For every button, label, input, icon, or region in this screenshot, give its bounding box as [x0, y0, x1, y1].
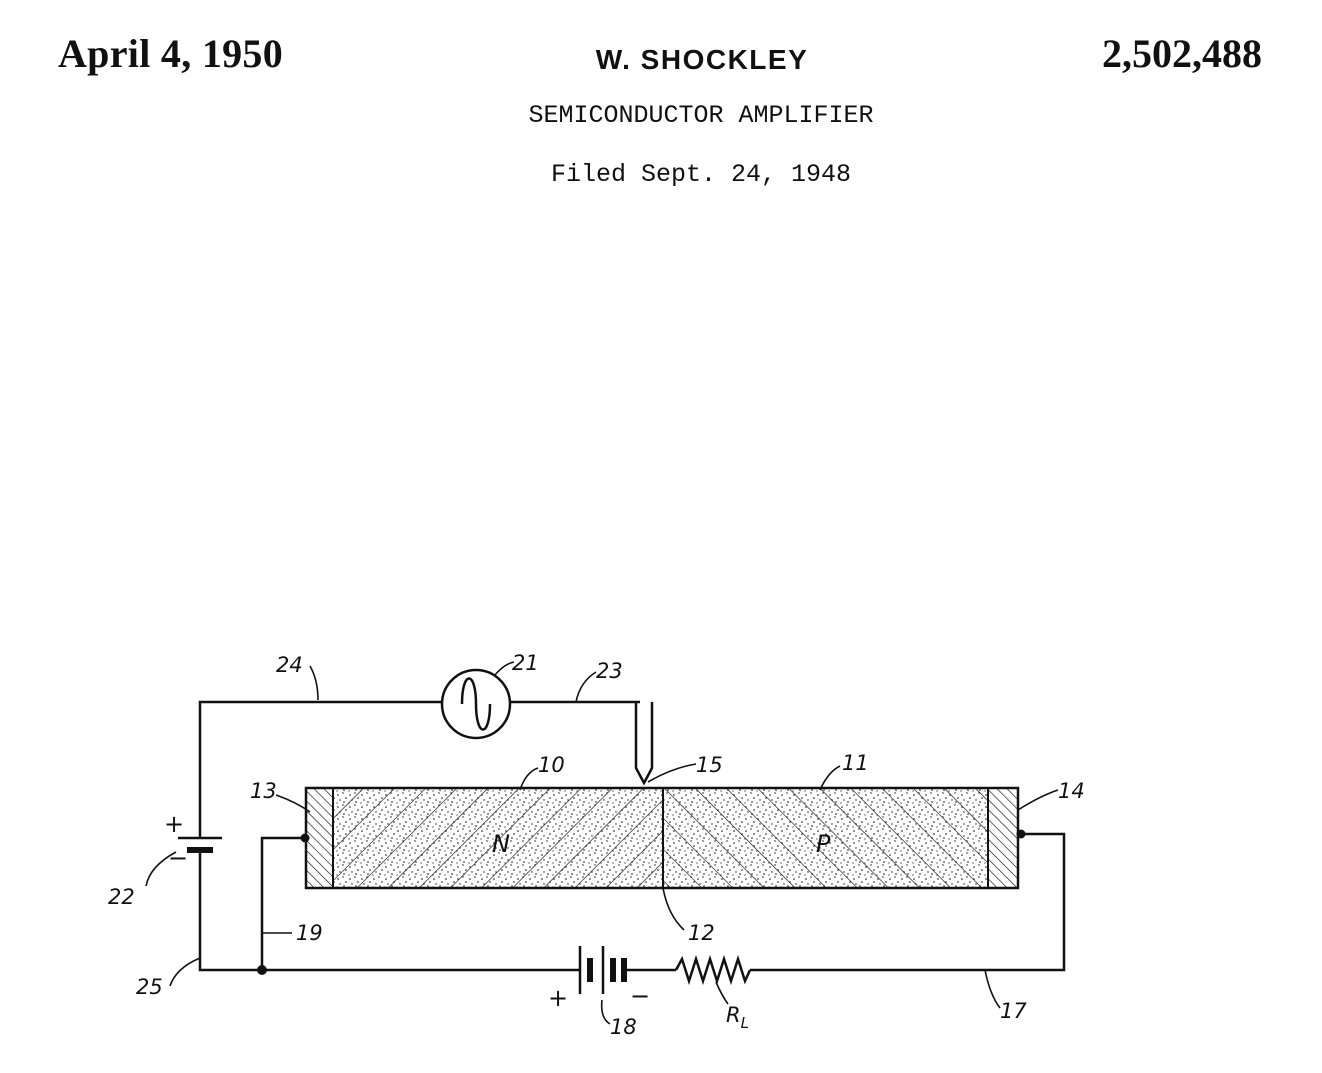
junction-dot-left-electrode: [300, 833, 310, 843]
leader-22: [145, 851, 177, 887]
leader-17: [984, 969, 1001, 1009]
leader-13: [275, 794, 311, 813]
point-contact-probe: [634, 702, 654, 786]
leader-14: [1017, 789, 1059, 811]
ref-22: 22: [108, 885, 135, 909]
ref-12: 12: [688, 921, 715, 945]
load-resistor-label: RL: [726, 1003, 749, 1032]
patent-date: April 4, 1950: [58, 31, 284, 76]
ref-15: 15: [696, 753, 723, 777]
leader-12: [662, 887, 685, 931]
battery-minus-sign: −: [630, 982, 650, 1010]
leader-lines: [145, 661, 1059, 1025]
n-region-label: N: [492, 830, 510, 858]
wire-24: [198, 700, 442, 838]
leader-21: [493, 661, 515, 677]
leader-24: [309, 665, 319, 701]
ref-19: 19: [296, 921, 323, 945]
leader-RL: [715, 981, 729, 1005]
load-resistor-letter: R: [726, 1003, 741, 1027]
output-battery-symbol: [578, 946, 627, 994]
junction-dot-ground: [257, 965, 267, 975]
circuit-wires: [198, 700, 1066, 972]
patent-number: 2,502,488: [1102, 31, 1262, 76]
wire-25: [198, 850, 580, 972]
load-resistor-symbol: [674, 954, 752, 986]
p-region-hatch: [663, 788, 988, 888]
ref-24: 24: [276, 653, 303, 677]
ref-18: 18: [610, 1015, 637, 1039]
battery-plus-sign: +: [548, 984, 568, 1012]
junction-dots: [257, 829, 1026, 975]
load-resistor-subscript: L: [741, 1014, 749, 1032]
bias-plus-sign: +: [164, 810, 184, 838]
signal-source: [440, 668, 512, 740]
wire-17: [750, 832, 1066, 972]
junction-dot-right-electrode: [1016, 829, 1026, 839]
leader-25: [169, 957, 201, 987]
ref-21: 21: [512, 651, 539, 675]
ref-25: 25: [136, 975, 163, 999]
ref-17: 17: [1000, 999, 1027, 1023]
filing-date: Filed Sept. 24, 1948: [550, 160, 852, 189]
ref-23: 23: [596, 659, 623, 683]
left-electrode: [305, 787, 334, 889]
wire-19: [260, 836, 305, 970]
patent-title: SEMICONDUCTOR AMPLIFIER: [528, 101, 874, 130]
ref-11: 11: [842, 751, 869, 775]
leader-23: [575, 671, 597, 703]
sine-wave-icon: [460, 677, 492, 731]
leader-18: [600, 999, 611, 1025]
ref-14: 14: [1058, 779, 1085, 803]
ref-10: 10: [538, 753, 565, 777]
p-region-label: P: [816, 830, 831, 858]
ref-13: 13: [250, 779, 277, 803]
leader-10: [519, 767, 539, 791]
leader-15: [647, 763, 697, 783]
semiconductor-bar: [304, 786, 1020, 890]
bias-minus-sign: −: [168, 844, 188, 872]
right-electrode: [987, 787, 1019, 889]
leader-11: [819, 765, 841, 791]
inventor-name: W. SHOCKLEY: [595, 44, 809, 75]
bias-battery-symbol: [178, 836, 222, 853]
n-region-hatch: [333, 788, 663, 888]
